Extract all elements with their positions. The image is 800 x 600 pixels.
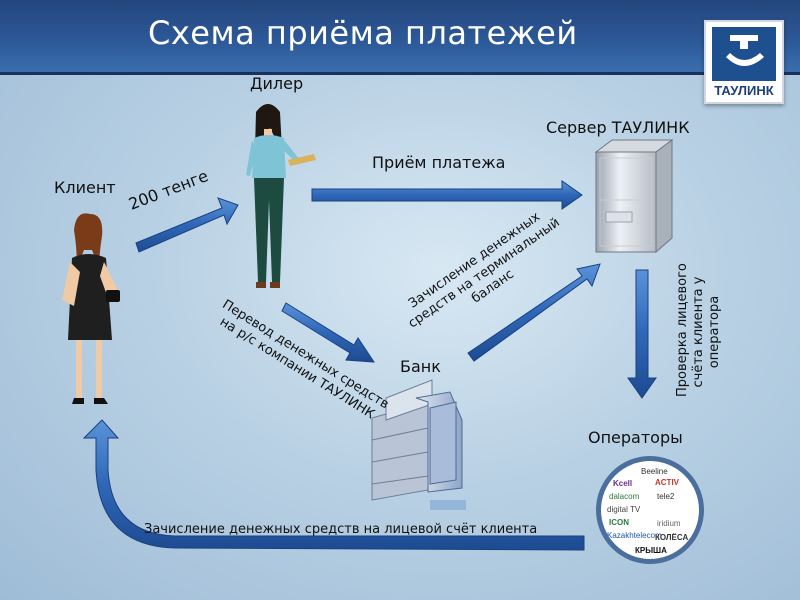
operator-logo: digital TV xyxy=(607,505,641,514)
check-line-1: Проверка лицевого xyxy=(675,263,690,397)
logo-text: ТАУЛИНК xyxy=(714,83,774,98)
operator-logo: iridium xyxy=(657,519,681,528)
check-line-3: оператора xyxy=(707,295,722,369)
operator-logo: ICON xyxy=(609,518,629,527)
bank-label: Банк xyxy=(400,357,441,376)
client-label: Клиент xyxy=(54,178,116,197)
operator-logo: tele2 xyxy=(657,492,675,501)
operators-label: Операторы xyxy=(588,428,683,447)
operator-logo: Kcell xyxy=(613,479,633,488)
dealer-label: Дилер xyxy=(250,74,304,93)
bank-building-illustration xyxy=(371,379,466,510)
operator-logo: ACTIV xyxy=(655,478,679,487)
check-line-2: счёта клиента у xyxy=(691,276,706,388)
operator-logo: Beeline xyxy=(641,467,668,476)
payment-accept-label: Приём платежа xyxy=(372,153,506,172)
page-title: Схема приёма платежей xyxy=(148,14,578,52)
operator-logo: dalacom xyxy=(609,492,640,501)
arrow-bank-to-server xyxy=(467,263,601,362)
client-figure xyxy=(62,213,120,404)
operator-logo: Kazakhtelecom xyxy=(607,531,662,540)
credit-to-client-label: Зачисление денежных средств на лицевой с… xyxy=(144,522,538,537)
operators-logo-circle: Beeline Kcell ACTIV dalacom tele2 digita… xyxy=(596,456,704,564)
dealer-figure xyxy=(246,104,316,288)
operator-logo: КОЛЁСА xyxy=(655,533,689,542)
header-bar: Схема приёма платежей xyxy=(0,0,800,75)
arrow-operators-to-client xyxy=(82,419,585,551)
account-check-label: Проверка лицевого счёта клиента у операт… xyxy=(675,263,723,397)
taulink-logo: ТАУЛИНК xyxy=(704,20,784,104)
arrow-dealer-to-bank xyxy=(281,302,375,363)
arrow-server-to-operators xyxy=(627,269,657,399)
server-label: Сервер ТАУЛИНК xyxy=(546,118,690,137)
operator-logo: КРЫША xyxy=(635,546,667,555)
arrow-dealer-to-server xyxy=(311,180,583,210)
arrow-client-to-dealer xyxy=(135,197,239,253)
logo-mark-icon xyxy=(712,27,776,81)
server-illustration xyxy=(594,139,674,254)
